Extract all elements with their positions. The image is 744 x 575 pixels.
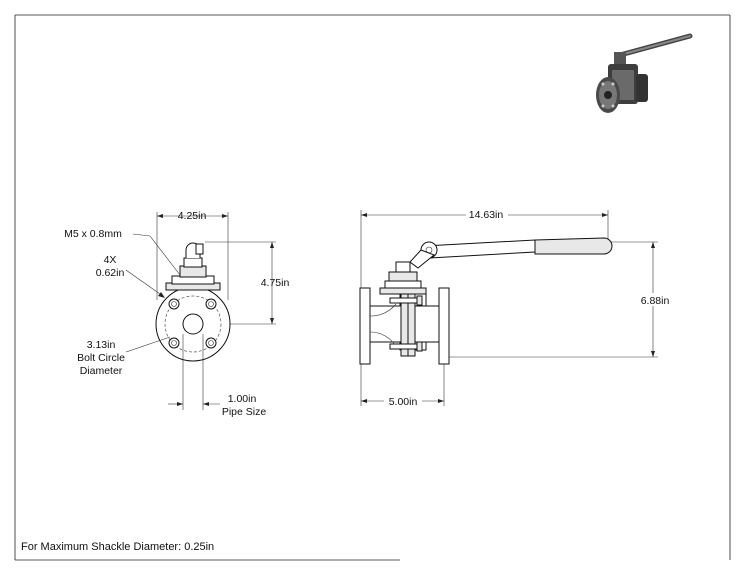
ball-valve-render-icon [596, 33, 693, 113]
side-view [359, 210, 658, 406]
side-height-label: 6.88in [641, 295, 670, 307]
side-length-label: 14.63in [469, 209, 504, 221]
pipe-size-label: Pipe Size [222, 406, 267, 418]
bolt-circle [164, 295, 222, 353]
thread-label: M5 x 0.8mm [64, 228, 122, 240]
hole-count-label: 4X [104, 254, 117, 266]
bolt-circle-value: 3.13in [87, 339, 116, 351]
bolt-circle-line1: Bolt Circle [77, 352, 125, 364]
front-width-label: 4.25in [178, 210, 207, 222]
hole-diameter-label: 0.62in [96, 267, 125, 279]
handle-grip [534, 237, 613, 255]
body-length-label: 5.00in [389, 396, 418, 408]
front-height-label: 4.75in [261, 277, 290, 289]
footer-note: For Maximum Shackle Diameter: 0.25in [21, 541, 214, 553]
handle-bar [423, 239, 536, 259]
bolt-circle-line2: Diameter [80, 365, 123, 377]
pipe-size-value: 1.00in [228, 393, 257, 405]
front-view [125, 212, 276, 410]
